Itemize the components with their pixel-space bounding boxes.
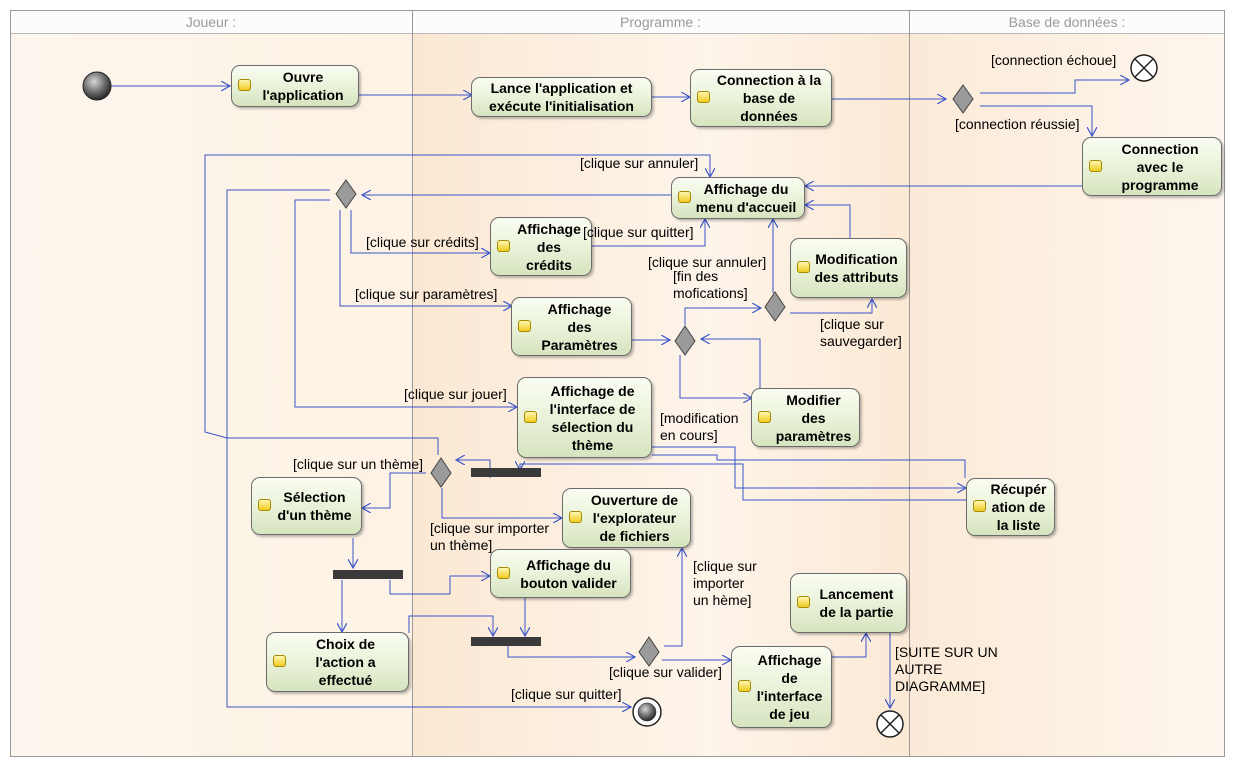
diagram-frame: [10, 10, 1225, 757]
edge-recup-bar: [520, 464, 966, 501]
decision-parametres: [674, 325, 696, 356]
edge-quitter-decision: [227, 437, 439, 455]
activity-connection-bdd: Connection à la base de données: [690, 69, 832, 127]
decision-theme: [430, 457, 452, 488]
action-icon: [1089, 159, 1102, 172]
action-icon: [258, 499, 271, 511]
guard-fin-modifications: [fin des mofications]: [673, 268, 748, 301]
edge-interface-recup: [652, 446, 966, 488]
edge-diamond-modifier: [679, 355, 752, 398]
note-suite-diagramme: [SUITE SUR UN AUTRE DIAGRAMME]: [895, 644, 998, 694]
guard-parametres: [clique sur paramètres]: [355, 286, 498, 302]
guard-modification-en-cours: [modification en cours]: [660, 410, 739, 443]
decision-menu: [335, 179, 357, 209]
action-icon: [678, 191, 691, 203]
action-icon: [524, 410, 537, 423]
edge-choix-bar: [408, 615, 493, 636]
flow-final-echoue: [1130, 54, 1158, 82]
activity-lancement-partie: Lancement de la partie: [790, 573, 907, 633]
edge-modifattr-menu: [805, 205, 851, 238]
activity-menu-accueil: Affichage du menu d'accueil: [671, 177, 805, 219]
edge-decision-explorateur: [441, 488, 562, 518]
activity-lance-application: Lance l'application et exécute l'initial…: [471, 77, 652, 117]
fork-bar-selection: [333, 570, 403, 579]
activity-modification-attributs: Modification des attributs: [790, 238, 907, 298]
activity-interface-jeu: Affichage de l'interface de jeu: [731, 646, 832, 728]
edge-decision-jouer: [294, 199, 517, 407]
join-bar-recuperation: [471, 468, 541, 477]
edge-decision-reussie: [980, 105, 1092, 136]
activity-modifier-parametres: Modifier des paramètres: [751, 388, 860, 447]
action-icon: [273, 655, 286, 667]
action-icon: [238, 79, 251, 91]
lane-header-player: Joueur :: [10, 10, 412, 34]
action-icon: [973, 500, 986, 512]
activity-selection-theme: Sélection d'un thème: [251, 477, 362, 535]
edge-jeu-lancement: [832, 633, 866, 658]
guard-sauvegarder: [clique sur sauvegarder]: [820, 316, 902, 349]
start-node: [82, 71, 112, 101]
guard-valider: [clique sur valider]: [609, 664, 722, 680]
guard-un-theme: [clique sur un thème]: [293, 456, 423, 472]
guard-annuler-top: [clique sur annuler]: [580, 155, 699, 171]
activity-choix-action: Choix de l'action a effectué: [266, 632, 409, 692]
guard-credits: [clique sur crédits]: [366, 234, 479, 250]
lane-divider-2: [909, 10, 910, 757]
lane-header-program: Programme :: [412, 10, 909, 34]
action-icon: [697, 91, 710, 103]
action-icon: [797, 261, 810, 273]
action-icon: [797, 596, 810, 608]
activity-affichage-parametres: Affichage des Paramètres: [511, 297, 632, 356]
guard-importer-theme: [clique sur importer un thème]: [430, 520, 550, 553]
action-icon: [738, 680, 751, 692]
edge-annuler-loop: [204, 154, 710, 439]
guard-quitter-credits: [clique sur quitter]: [583, 224, 694, 240]
activity-ouvre-application: Ouvre l'application: [231, 65, 359, 107]
edge-interface-bar: [652, 454, 966, 478]
activity-interface-selection-theme: Affichage de l'interface de sélection du…: [517, 377, 652, 458]
flow-final-suite: [876, 710, 904, 738]
action-icon: [497, 239, 510, 252]
action-icon: [497, 566, 510, 579]
edge-diamond-explorateur: [664, 548, 682, 647]
guard-connection-echoue: [connection échoue]: [991, 52, 1117, 68]
action-icon: [758, 410, 771, 423]
guard-connection-reussie: [connection réussie]: [955, 116, 1080, 132]
edge-decision-theme: [362, 472, 426, 508]
activity-bouton-valider: Affichage du bouton valider: [490, 549, 631, 598]
edge-diamond-upper: [684, 308, 761, 325]
decision-valider: [638, 636, 660, 667]
lane-divider-1: [412, 10, 413, 757]
end-node-inner: [637, 702, 657, 722]
activity-recuperation-liste: Récupér ation de la liste: [966, 478, 1055, 536]
edge-modifier-diamond: [701, 339, 761, 388]
edge-decision-quitter: [226, 189, 631, 707]
join-bar-valider: [471, 637, 541, 646]
action-icon: [518, 319, 531, 332]
edge-bar-validerdiamond: [507, 646, 635, 657]
edge-bar-bouton: [389, 576, 490, 595]
edge-decision-credits: [350, 210, 490, 253]
edge-upper-sauvegarder: [790, 299, 872, 314]
guard-annuler-mid: [clique sur annuler]: [648, 254, 767, 270]
guard-quitter-final: [clique sur quitter]: [511, 686, 622, 702]
activity-affichage-credits: Affichage des crédits: [490, 217, 592, 276]
edge-decision-echoue: [980, 80, 1129, 94]
lane-header-database: Base de données :: [909, 10, 1225, 34]
activity-connection-programme: Connection avec le programme: [1082, 137, 1222, 196]
activity-ouverture-explorateur: Ouverture de l'explorateur de fichiers: [562, 488, 691, 548]
guard-importer-heme: [clique sur importer un hème]: [693, 558, 757, 608]
action-icon: [569, 511, 582, 523]
edge-credits-menu: [592, 219, 705, 247]
edge-decision-parametres: [339, 210, 512, 306]
guard-jouer: [clique sur jouer]: [404, 386, 507, 402]
decision-connection: [952, 84, 974, 114]
decision-modif-attributs: [764, 291, 786, 322]
